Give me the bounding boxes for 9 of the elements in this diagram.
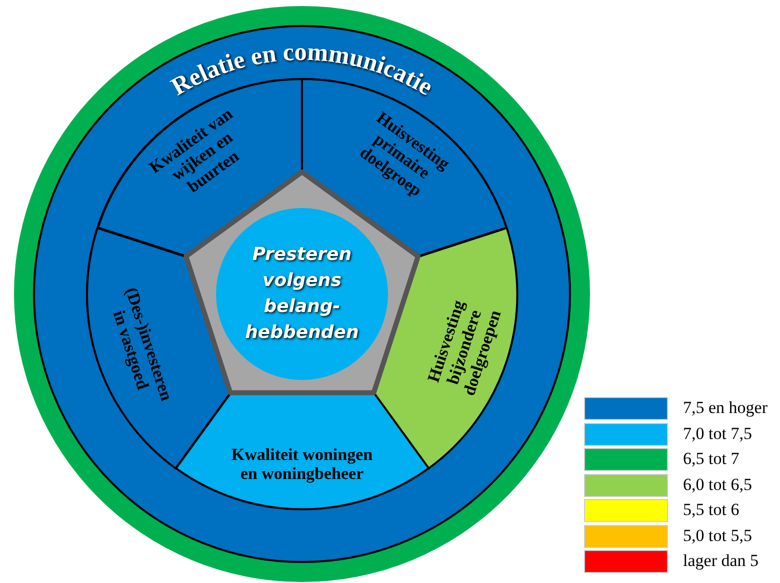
legend-label: 5,0 tot 5,5 bbox=[683, 526, 752, 546]
hub-label: Presteren volgens belang-hebbenden bbox=[244, 243, 360, 345]
legend-label: 6,0 tot 6,5 bbox=[683, 474, 752, 494]
legend-label: 7,0 tot 7,5 bbox=[683, 424, 752, 444]
segment-label: Kwaliteit woningen en woningbeheer bbox=[230, 444, 374, 483]
legend-label: 6,5 tot 7 bbox=[683, 449, 740, 469]
legend-label: 7,5 en hoger bbox=[683, 398, 768, 418]
legend-label: lager dan 5 bbox=[683, 551, 759, 571]
legend-label: 5,5 tot 6 bbox=[683, 500, 740, 520]
